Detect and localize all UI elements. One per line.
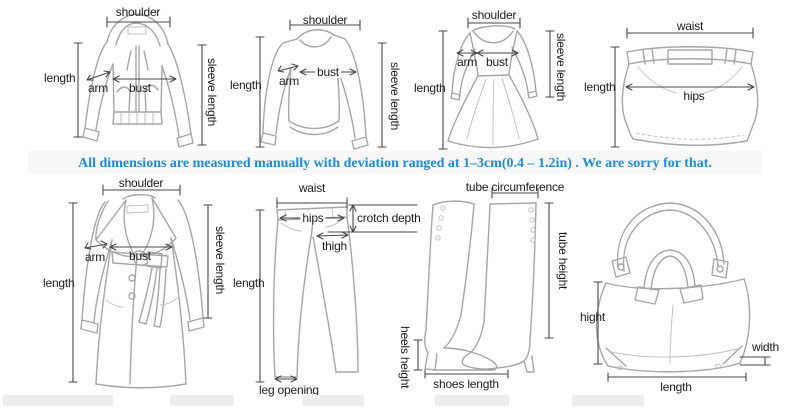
bag-drawing <box>595 202 751 373</box>
pants-thigh-label: thigh <box>322 239 348 253</box>
hoodie-sleeve-length-label: sleeve length <box>205 58 219 127</box>
photo-strip-bar-1 <box>3 395 113 406</box>
sweater-length-label: length <box>230 78 262 92</box>
coat-arm-label: arm <box>85 250 106 264</box>
bag-measure-lines <box>593 281 771 382</box>
boots-tube-circumference-label: tube circumference <box>465 180 565 194</box>
coat-length-label: length <box>43 276 75 290</box>
coat-measure-lines <box>68 184 213 383</box>
pants-measure-lines <box>255 197 418 383</box>
boots-measure-lines <box>413 187 554 379</box>
skirt-length-label: length <box>584 80 616 94</box>
photo-strip-bar-3 <box>302 395 364 406</box>
bag-width-label: width <box>752 340 780 354</box>
hoodie-measure-lines <box>73 16 207 146</box>
sweater-bust-label: bust <box>315 65 341 79</box>
sweater-drawing <box>260 29 369 150</box>
hoodie-drawing <box>82 13 194 148</box>
hoodie-arm-label: arm <box>88 81 109 95</box>
photo-strip-bar-2 <box>170 395 234 406</box>
pants-drawing <box>272 206 359 378</box>
dress-arm-label: arm <box>457 55 478 69</box>
coat-shoulder-label: shoulder <box>118 176 164 190</box>
skirt-drawing <box>621 46 759 146</box>
boots-tube-height-label: tube height <box>556 232 570 290</box>
coat-drawing <box>80 194 205 389</box>
boots-heels-height-label: heels height <box>398 326 412 389</box>
dress-length-label: length <box>414 81 446 95</box>
boots-drawing <box>423 200 537 373</box>
sweater-arm-label: arm <box>279 74 300 88</box>
bag-length-label: length <box>660 380 692 394</box>
dress-measure-lines <box>438 17 555 150</box>
skirt-measure-lines <box>610 27 755 148</box>
pants-length-label: length <box>233 276 265 290</box>
sweater-shoulder-label: shoulder <box>302 13 348 27</box>
sweater-sleeve-length-label: sleeve length <box>388 62 402 131</box>
photo-strip-bar-4 <box>435 395 509 406</box>
pants-leg-opening-label: leg opening <box>259 383 319 397</box>
bag-hight-label: hight <box>580 310 606 324</box>
coat-sleeve-length-label: sleeve length <box>213 226 227 295</box>
pants-waist-label: waist <box>298 181 326 195</box>
dress-bust-label: bust <box>486 55 508 69</box>
dress-sleeve-length-label: sleeve length <box>554 33 568 102</box>
skirt-hips-label: hips <box>683 89 705 103</box>
hoodie-shoulder-label: shoulder <box>115 5 161 19</box>
pants-crotch-depth-label: crotch depth <box>357 211 421 225</box>
hoodie-bust-label: bust <box>129 81 151 95</box>
pants-hips-label: hips <box>300 211 326 225</box>
coat-bust-label: bust <box>129 249 151 263</box>
dress-shoulder-label: shoulder <box>471 8 517 22</box>
boots-shoes-length-label: shoes length <box>433 377 499 391</box>
dress-drawing <box>447 25 539 149</box>
deviation-notice: All dimensions are measured manually wit… <box>78 156 712 171</box>
photo-strip-bar-5 <box>572 395 644 406</box>
hoodie-length-label: length <box>44 71 76 85</box>
notice-band <box>28 151 762 173</box>
skirt-waist-label: waist <box>676 19 704 33</box>
